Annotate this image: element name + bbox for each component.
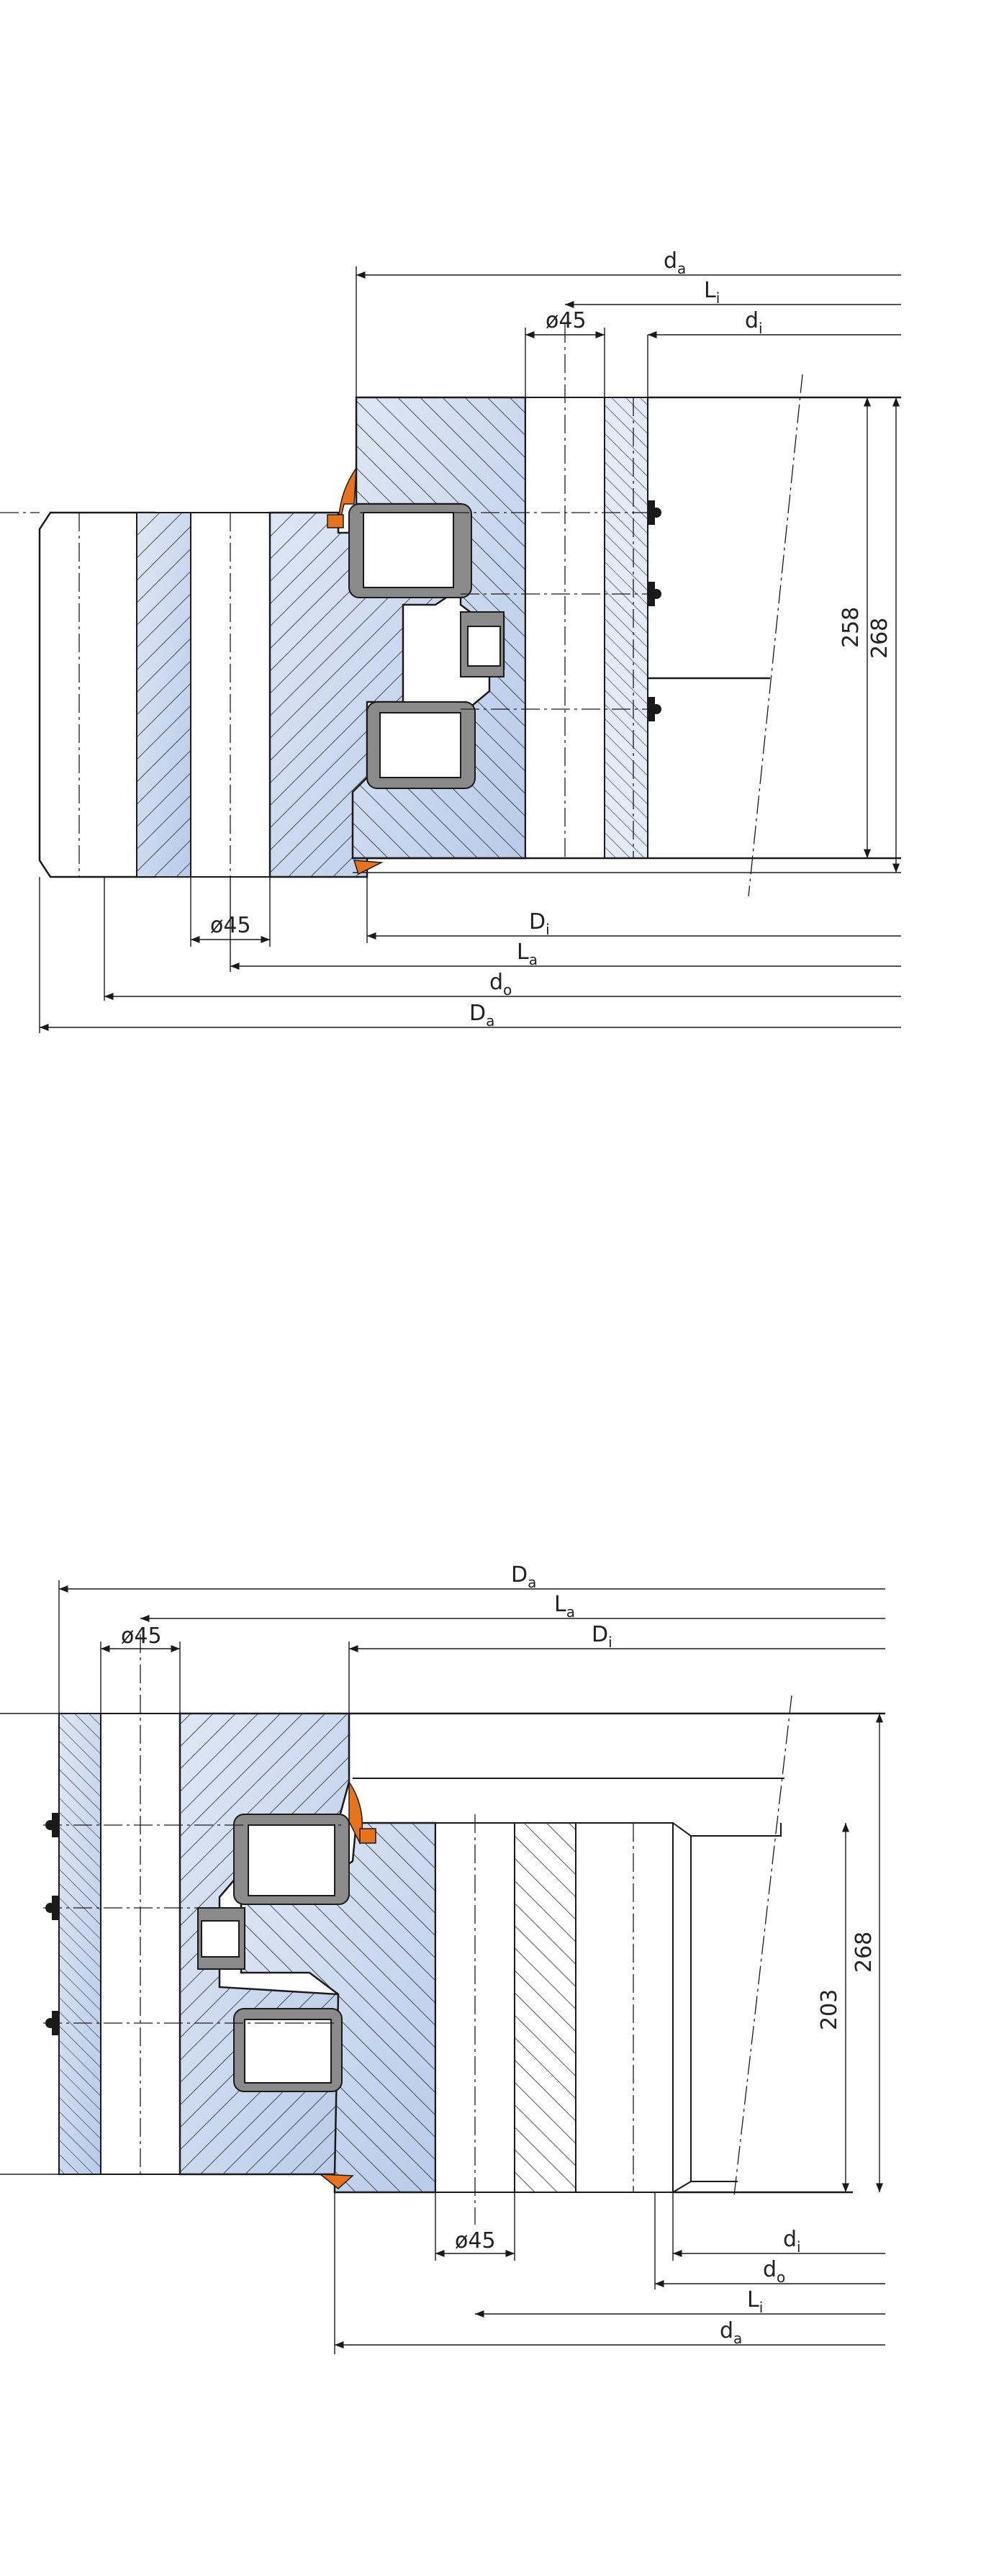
label-Di-bottom: Di [592,1622,612,1651]
height-outer-bottom: 268 [851,1932,877,1973]
dimensions-top-upper [356,266,901,397]
label-di-top: di [745,308,763,337]
hole-diameter-bottom-label-bottom: ø45 [455,2228,496,2253]
hole-diameter-top-label: ø45 [546,308,587,333]
bolts-bottom [45,1813,59,2035]
rollers-bottom [197,1814,350,2092]
label-Li-top: Li [704,278,720,307]
figure-top: da Li di ø45 ø45 Di La do Da 258 268 [0,248,901,1033]
inner-ring-top [351,396,901,873]
dimensions-top-lower [39,397,901,1033]
label-Da-top: Da [469,1001,494,1030]
label-Di-top: Di [529,909,550,938]
height-inner-bottom: 203 [817,1989,842,2030]
label-Li-bottom: Li [747,2287,763,2316]
rollers-top [348,503,505,789]
label-La-bottom: La [554,1592,575,1621]
label-La-top: La [517,940,538,968]
labels-top: da Li di ø45 ø45 Di La do Da 258 268 [210,248,892,1030]
bolts-top [648,500,661,721]
dimensions-bottom-lower [334,1713,885,2354]
center-lines-bottom [43,1634,792,2225]
hole-diameter-top-label-bottom: ø45 [121,1623,162,1649]
label-di-bottom: di [783,2227,801,2256]
center-lines-top [0,324,803,897]
seals-top [327,466,384,875]
seals-bottom [318,1780,376,2189]
label-do-bottom: do [763,2257,785,2286]
label-do-top: do [489,970,512,999]
height-outer-top: 268 [867,618,892,659]
label-da-top: da [664,248,686,277]
figure-bottom: Da La Di ø45 ø45 di do Li da 203 268 [0,1562,885,2354]
hole-diameter-bottom-label: ø45 [210,913,251,938]
label-Da-bottom: Da [511,1562,536,1591]
labels-bottom: Da La Di ø45 ø45 di do Li da 203 268 [121,1562,877,2347]
dimensions-bottom-upper [58,1580,885,1713]
label-da-bottom: da [720,2318,742,2347]
height-inner-top: 258 [838,607,864,648]
